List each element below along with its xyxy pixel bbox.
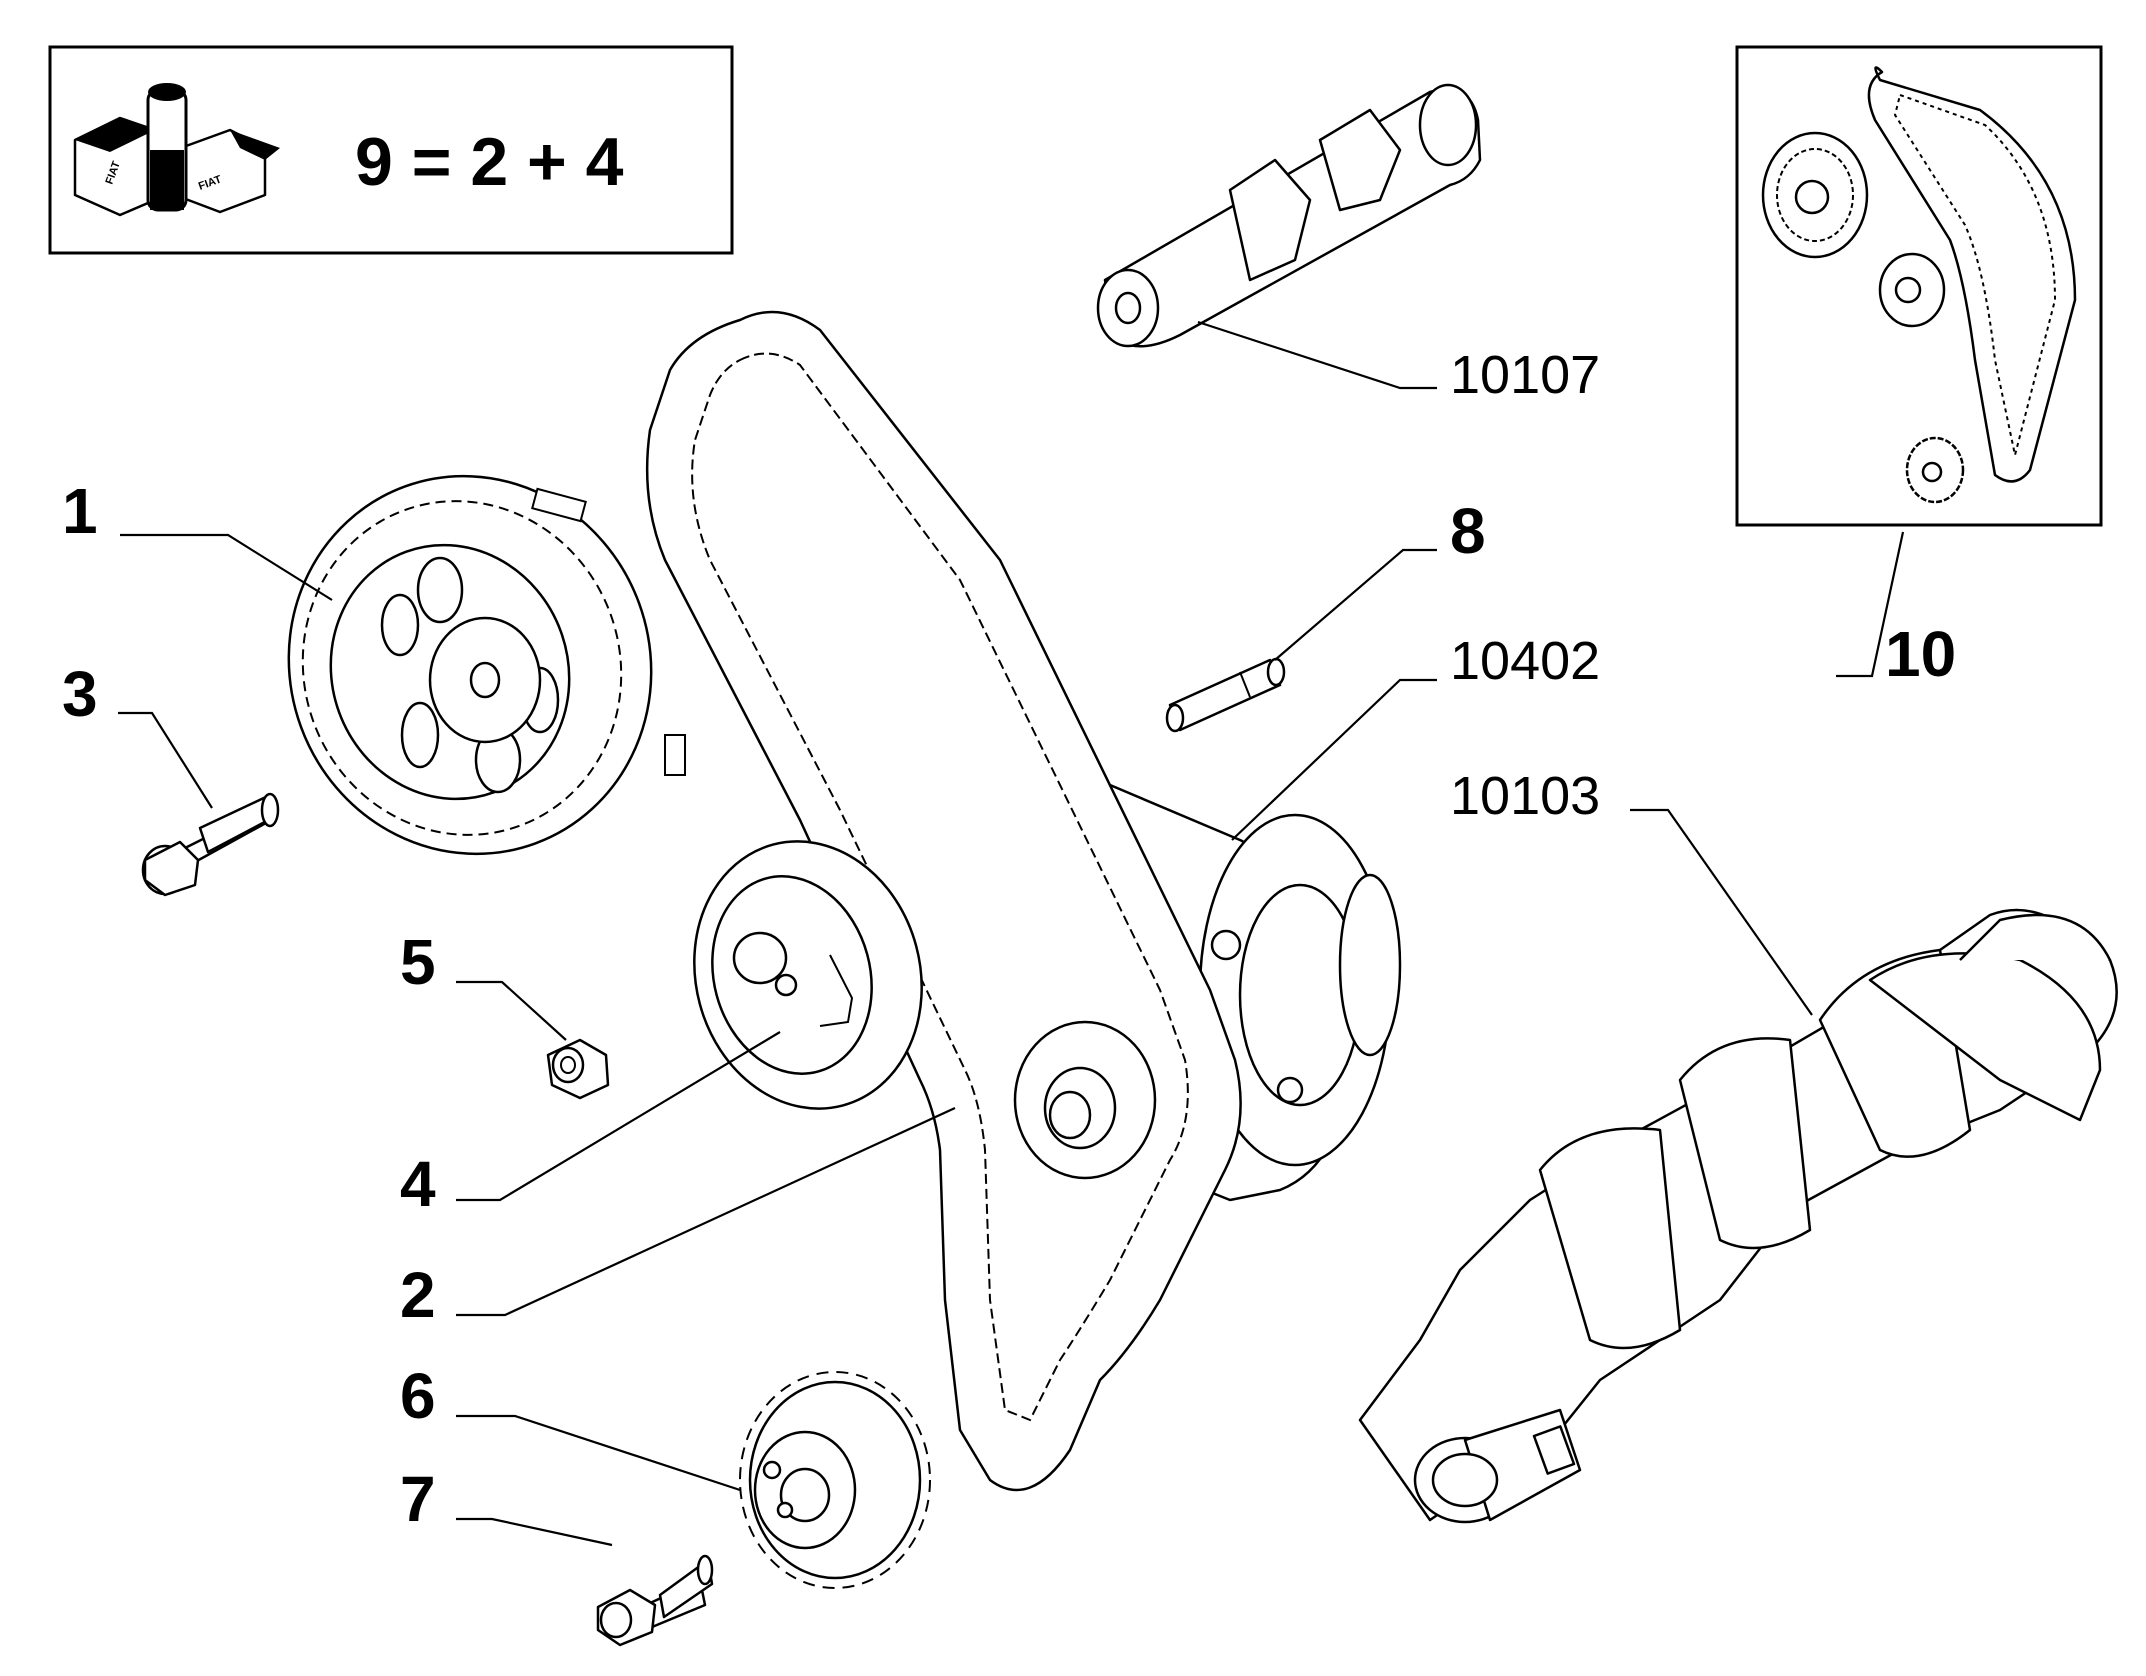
label-10: 10	[1885, 618, 1956, 690]
parts-kit-icon: FIAT FIAT	[73, 83, 280, 217]
kit-formula: 9 = 2 + 4	[355, 124, 624, 200]
label-5: 5	[400, 926, 436, 998]
part-labels: 1 3 5 4 2 6 7 8 10 10107 10402 10103	[62, 345, 1956, 1535]
label-1: 1	[62, 475, 98, 547]
inset-belt-icon	[1867, 66, 2077, 483]
camshaft-pulley-icon	[287, 474, 686, 856]
crankshaft-icon	[1358, 908, 2118, 1524]
kit-box: FIAT FIAT 9 = 2 + 4	[48, 45, 734, 255]
label-4: 4	[400, 1148, 436, 1220]
bolt-icon	[141, 792, 280, 897]
label-8: 8	[1450, 495, 1486, 567]
nut-icon	[546, 1038, 610, 1100]
label-2: 2	[400, 1259, 436, 1331]
label-10107: 10107	[1450, 345, 1600, 405]
label-6: 6	[400, 1360, 436, 1432]
stud-icon	[1165, 657, 1286, 733]
label-10103: 10103	[1450, 766, 1600, 826]
label-10402: 10402	[1450, 631, 1600, 691]
assembly-inset	[1735, 45, 2103, 527]
label-3: 3	[62, 658, 98, 730]
bolt-7-icon	[596, 1554, 714, 1647]
leader-lines	[118, 320, 1905, 1547]
inset-pulley-icon	[1761, 131, 1869, 259]
crankshaft-gear-icon	[739, 1371, 931, 1589]
inset-tensioner-icon	[1878, 252, 1946, 328]
timing-belt-icon	[645, 310, 1242, 1492]
tensioner-icon	[693, 840, 923, 1110]
camshaft-icon	[1096, 83, 1482, 348]
inset-gear-icon	[1905, 436, 1965, 504]
label-7: 7	[400, 1463, 436, 1535]
